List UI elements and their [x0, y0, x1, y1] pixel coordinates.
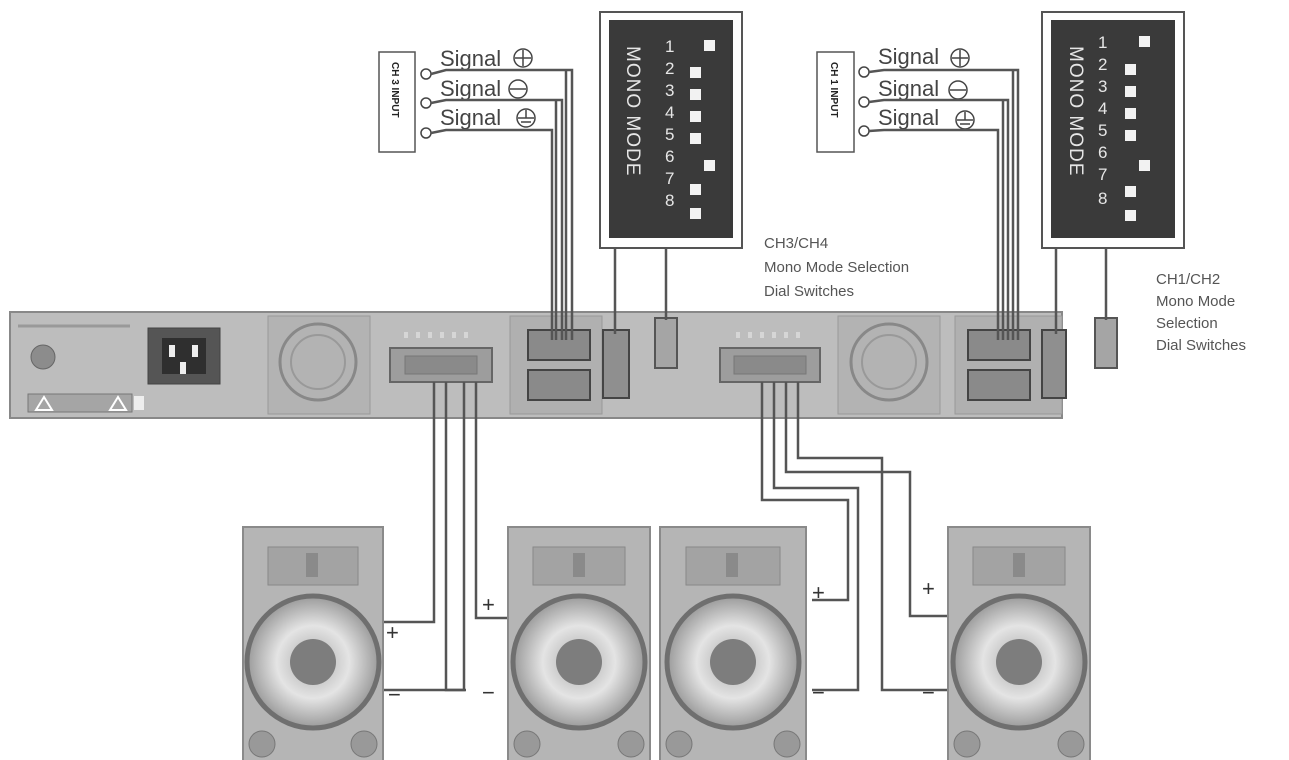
dip-number: 4: [665, 103, 674, 122]
speaker-3: + −: [659, 526, 825, 760]
caption-line: Selection: [1156, 315, 1218, 332]
dip-number: 4: [1098, 99, 1107, 118]
dip-switch-toggle: [690, 111, 701, 122]
ch34-dip-title: MONO MODE: [622, 46, 643, 176]
ch34-signal-minus-label: Signal: [440, 76, 501, 101]
warning-icon: [108, 395, 128, 411]
dip-number: 8: [665, 191, 674, 210]
dip-number: 3: [665, 81, 674, 100]
dip-number: 6: [665, 147, 674, 166]
minus-circle-icon: [948, 80, 968, 100]
dip-switch-toggle: [690, 208, 701, 219]
ground-circle-icon: [516, 108, 536, 128]
ground-circle-icon: [955, 110, 975, 130]
ch34-dip-numbers: 1 2 3 4 5 6 7 8: [665, 37, 674, 210]
dip-number: 1: [1098, 33, 1107, 52]
speaker-plus-sign: +: [922, 576, 935, 601]
speaker-minus-sign: −: [388, 682, 401, 707]
ch34-input-label: CH 3 INPUT: [389, 62, 400, 118]
ch34-caption: CH3/CH4 Mono Mode Selection Dial Switche…: [764, 235, 909, 300]
ch12-signal-plus-label: Signal: [878, 44, 939, 69]
ch34-dip-switches: [690, 40, 715, 219]
warning-label: [27, 393, 133, 413]
dip-switch-toggle: [690, 133, 701, 144]
ch34-dip-switch-body: [609, 20, 733, 238]
dip-switch-toggle: [690, 89, 701, 100]
dip-number: 5: [665, 125, 674, 144]
ch34-input-section: CH 3 INPUT Signal Signal Signal MONO MOD…: [378, 11, 909, 340]
speaker-minus-sign: −: [482, 680, 495, 705]
caption-line: Dial Switches: [764, 283, 854, 300]
ch12-dip-numbers: 1 2 3 4 5 6 7 8: [1098, 33, 1107, 208]
speaker-plus-sign: +: [812, 580, 825, 605]
dip-switch-toggle: [690, 184, 701, 195]
ch12-input-section: CH 1 INPUT Signal Signal Signal MONO MOD…: [816, 11, 1246, 354]
ch12-signal-minus-label: Signal: [878, 76, 939, 101]
ch12-dip-title: MONO MODE: [1065, 46, 1086, 176]
speaker-minus-sign: −: [812, 680, 825, 705]
dip-number: 8: [1098, 189, 1107, 208]
cooling-fan: [267, 315, 371, 415]
speaker-output-terminal: [389, 332, 493, 383]
dip-number: 6: [1098, 143, 1107, 162]
input-terminal-block-ch1-ch2: [954, 315, 1118, 415]
warning-icon: [34, 395, 54, 411]
plus-circle-icon: [513, 48, 533, 68]
dip-number: 7: [1098, 165, 1107, 184]
speaker-wires: [384, 382, 948, 692]
dip-number: 3: [1098, 77, 1107, 96]
dip-switch-toggle: [1125, 86, 1136, 97]
dip-switch-toggle: [1139, 160, 1150, 171]
dip-number: 2: [665, 59, 674, 78]
ch12-input-label: CH 1 INPUT: [828, 62, 839, 118]
caption-line: Mono Mode Selection: [764, 259, 909, 276]
ch12-dip-switch-body: [1051, 20, 1175, 238]
ch12-dip-switches: [1125, 36, 1150, 221]
caption-line: CH1/CH2: [1156, 271, 1220, 288]
dip-number: 1: [665, 37, 674, 56]
dip-switch-toggle: [690, 67, 701, 78]
caption-line: CH3/CH4: [764, 235, 828, 252]
dip-switch-toggle: [1125, 210, 1136, 221]
dip-number: 2: [1098, 55, 1107, 74]
caption-line: Dial Switches: [1156, 337, 1246, 354]
dip-number: 5: [1098, 121, 1107, 140]
ch34-signal-ground-label: Signal: [440, 105, 501, 130]
caption-line: Mono Mode: [1156, 293, 1235, 310]
speaker-output-terminal: [719, 332, 821, 383]
dip-switch-toggle: [1125, 108, 1136, 119]
speaker-plus-sign: +: [482, 592, 495, 617]
dip-number: 7: [665, 169, 674, 188]
speaker-2: + −: [482, 526, 651, 760]
dip-switch-toggle: [1125, 130, 1136, 141]
dip-switch-toggle: [704, 40, 715, 51]
amplifier-rear-panel: [9, 311, 1118, 419]
plus-circle-icon: [950, 48, 970, 68]
dip-switch-toggle: [1125, 186, 1136, 197]
ch12-caption: CH1/CH2 Mono Mode Selection Dial Switche…: [1156, 271, 1246, 354]
dip-switch-toggle: [1125, 64, 1136, 75]
dip-switch-toggle: [704, 160, 715, 171]
ch12-input-connector: [816, 51, 855, 153]
fuse-holder: [30, 344, 56, 370]
ch34-input-connector: [378, 51, 416, 153]
speaker-plus-sign: +: [386, 620, 399, 645]
speaker-1: + −: [242, 526, 401, 760]
ch34-signal-plus-label: Signal: [440, 46, 501, 71]
speaker-4: + −: [922, 526, 1091, 760]
minus-circle-icon: [508, 79, 528, 99]
dip-switch-toggle: [1139, 36, 1150, 47]
speaker-minus-sign: −: [922, 680, 935, 705]
ch12-signal-ground-label: Signal: [878, 105, 939, 130]
cooling-fan: [837, 315, 941, 415]
